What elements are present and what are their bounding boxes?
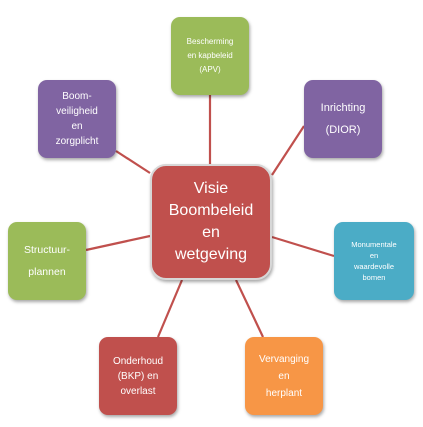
node-label: Structuur- plannen	[23, 244, 71, 278]
node-monumentale-bomen: Monumentale en waardevolle bomen	[334, 222, 414, 300]
node-center-visie: Visie Boombeleid en wetgeving	[150, 164, 272, 280]
node-bescherming-kapbeleid: Bescherming en kapbeleid (APV)	[171, 17, 249, 95]
connector-boomveiligheid	[115, 150, 151, 174]
node-label: Boom- veiligheid en zorgplicht	[55, 91, 99, 147]
node-inrichting: Inrichting (DIOR)	[304, 80, 382, 158]
connector-vervanging	[235, 279, 264, 338]
node-vervanging: Vervanging en herplant	[245, 337, 323, 415]
connector-dior	[271, 125, 305, 176]
node-label: Onderhoud (BKP) en overlast	[112, 355, 164, 397]
node-label: Monumentale en waardevolle bomen	[351, 240, 397, 282]
node-label: Visie Boombeleid en wetgeving	[168, 180, 254, 263]
node-boomveiligheid: Boom- veiligheid en zorgplicht	[38, 80, 116, 158]
connector-monumentale	[271, 235, 335, 258]
connector-structuurplannen	[85, 234, 151, 252]
node-label: Inrichting (DIOR)	[320, 102, 366, 136]
node-label: Bescherming en kapbeleid (APV)	[186, 37, 234, 74]
connector-onderhoud	[156, 279, 184, 338]
node-onderhoud: Onderhoud (BKP) en overlast	[99, 337, 177, 415]
node-structuurplannen: Structuur- plannen	[8, 222, 86, 300]
node-label: Vervanging en herplant	[258, 353, 310, 399]
